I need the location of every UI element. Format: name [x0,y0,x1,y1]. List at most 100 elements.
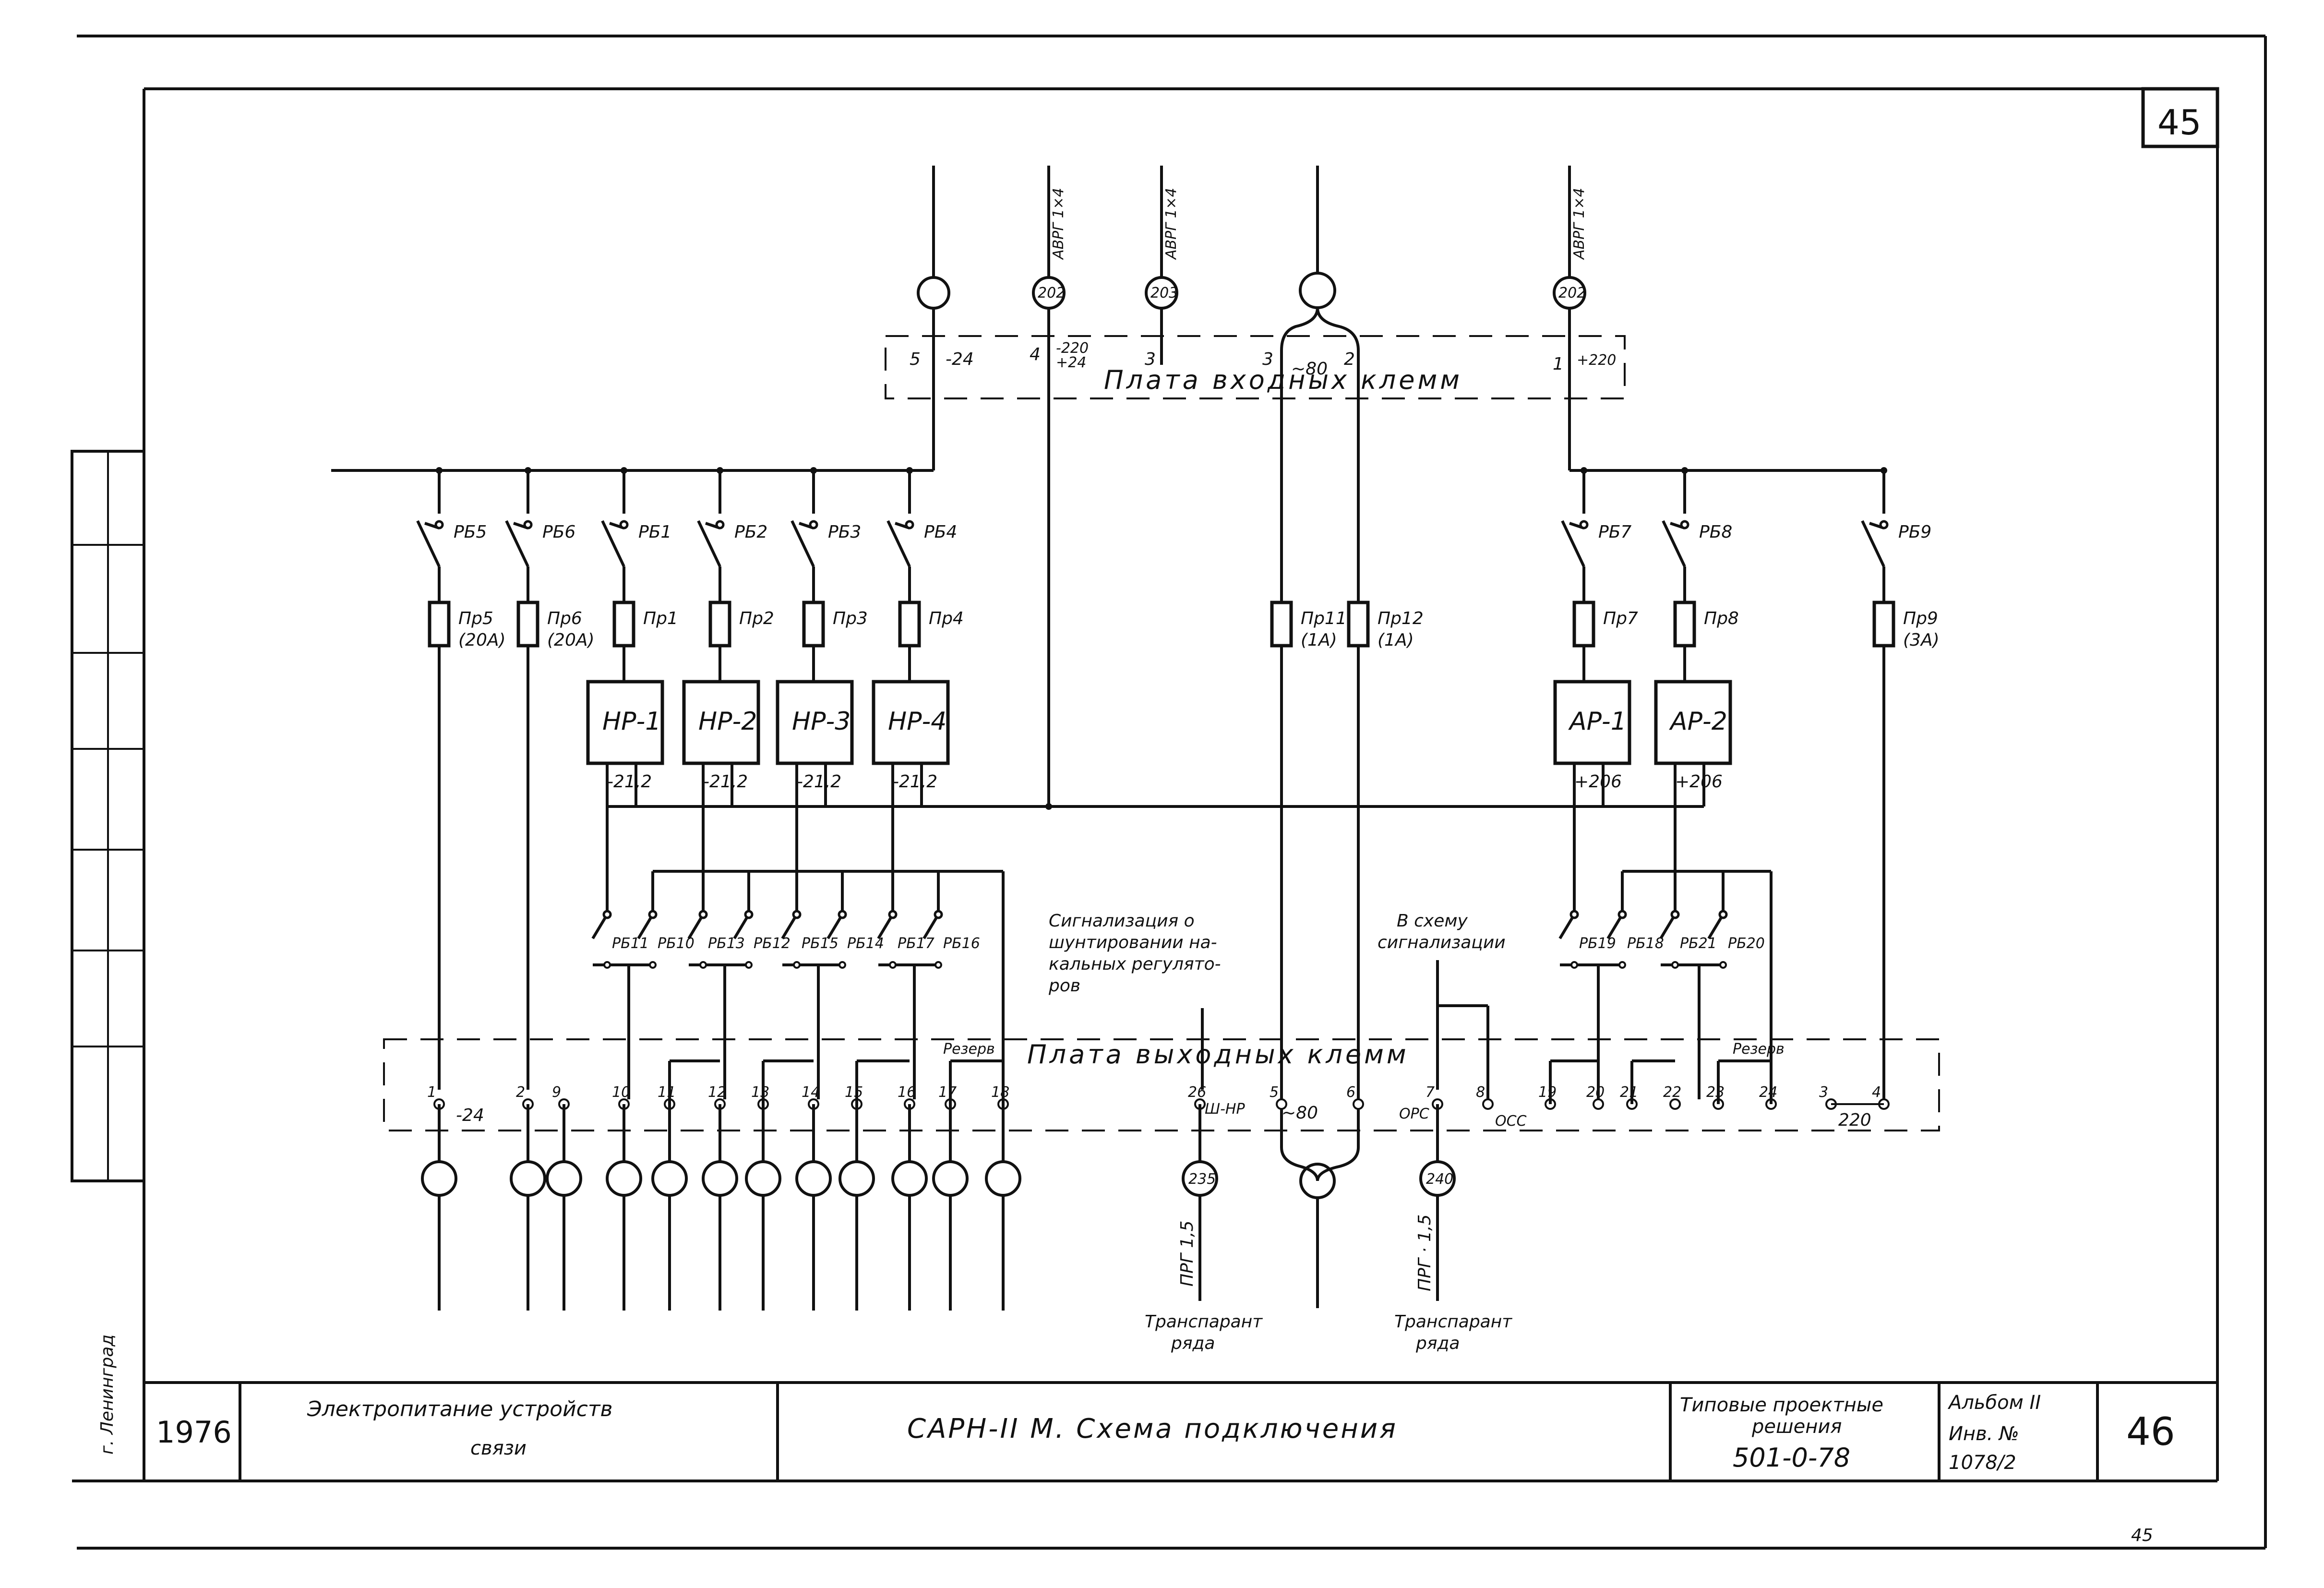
cable-gland [651,1160,688,1197]
switch-contact [744,910,754,919]
switch-contact [619,520,629,529]
regulator-НР-4 [872,680,950,765]
out-terminal-number: 8 [1476,1084,1485,1101]
bottom-cable-shnr: 235 ПРГ 1,5 Транспарант ряда [1145,1104,1263,1353]
bottom-cable-dest-2a: Транспарант [1394,1312,1512,1332]
in-terminal-5-value: -24 [946,349,974,369]
regulator-НР-1 [586,680,664,765]
fuse-pr12: Пр12 [1378,609,1424,628]
switch-contact [745,961,753,969]
inventory-label: Инв. № [1949,1423,2019,1445]
switch-contact [1617,910,1627,919]
cable-gland [795,1160,832,1197]
output-board-label: Плата выходных клемм [1027,1039,1409,1070]
junction-dot [1581,467,1587,474]
switch-contact [888,910,898,919]
regulator-label: НР-1 [602,707,661,736]
switch-blade [1606,914,1624,939]
note-line: шунтировании на- [1049,933,1217,952]
signal-lines [1201,960,1489,1099]
out-terminal-number: 15 [845,1084,863,1101]
regulator-НР-2 [682,680,760,765]
switch-label-РБ1: РБ1 [638,522,671,542]
shunt-note: Сигнализация о шунтировании на- кальных … [1048,911,1221,996]
switch-label: РБ13 [708,935,745,952]
switch-label-РБ8: РБ8 [1699,522,1732,542]
out-voltage-minus24: -24 [456,1106,484,1125]
switch-blade [1707,914,1725,939]
out-terminal-number: 18 [991,1084,1009,1101]
bottom-cable-dest-1a: Транспарант [1145,1312,1263,1332]
switch-label-РБ4: РБ4 [924,522,957,542]
cable-gland-1 [917,276,950,310]
out-voltage-shnr: Ш-НР [1205,1101,1245,1118]
cable-label-1: АВРГ 1×4 [1050,188,1067,260]
series-code: 501-0-78 [1733,1443,1850,1473]
in-terminal-4: 4 [1030,345,1041,364]
junction-dot [810,467,817,474]
out-terminal-number: 19 [1538,1084,1557,1101]
out-terminal-number: 4 [1872,1084,1881,1101]
out-terminal-number: 3 [1819,1084,1828,1101]
out-terminal [1669,1098,1681,1110]
in-terminal-3a: 3 [1145,349,1156,369]
switch-contact [1579,520,1589,529]
switch-contact [1570,961,1578,969]
bottom-cable-ors: 240 ПРГ · 1,5 Транспарант ряда [1394,1104,1512,1353]
sheet-number: 46 [2126,1409,2175,1454]
switch-blade [591,914,609,939]
fuse-label: Пр8 [1704,609,1739,628]
regulator-label: НР-2 [698,707,757,736]
fuse-Пр5 [428,601,451,648]
switch-contact [1671,961,1679,969]
switch-label-РБ9: РБ9 [1898,522,1931,542]
cable-gland [932,1160,969,1197]
out-terminal-number: 20 [1586,1084,1605,1101]
junction-dot [436,467,443,474]
cable-gland [510,1160,546,1197]
bottom-cable-label-1: ПРГ 1,5 [1177,1220,1197,1287]
switch-label-РБ7: РБ7 [1598,522,1631,542]
page-number-box [2141,87,2219,148]
fuse-Пр2 [708,601,731,648]
cable-gland [891,1160,928,1197]
switch-blade [922,914,940,939]
switch-blade [1662,520,1686,567]
page-number-bottom: 45 [2131,1526,2153,1545]
junction-dot [1681,467,1688,474]
alarm-note: В схему сигнализации [1378,911,1506,952]
switch-contact [1719,961,1727,969]
switch-blade [601,520,625,567]
switch-contact [1569,910,1579,919]
switch-blade [697,520,721,567]
album: Альбом II [1947,1392,2041,1414]
regulator-АР-1 [1553,680,1631,765]
switch-blade [1561,520,1585,567]
switch-label: РБ15 [802,935,839,952]
out-terminal-number: 11 [658,1084,676,1101]
sheet-title: САРН-II М. Схема подключения [907,1413,1398,1444]
fuse-label: Пр9 [1903,609,1938,628]
cable-gland [745,1160,781,1197]
out-voltage-oss: ОСС [1495,1113,1527,1130]
inventory-number: 1078/2 [1949,1452,2016,1474]
out-terminal-number: 17 [938,1084,957,1101]
out-voltage-220: 220 [1838,1110,1871,1130]
switch-contact [602,910,612,919]
in-terminal-1: 1 [1553,354,1564,374]
branch-group: РБ5Пр5(20А)РБ6Пр6(20А)РБ1Пр1РБ2Пр2РБ3Пр3… [416,467,1940,1099]
fuse-label: Пр4 [929,609,964,628]
input-board-label: Плата входных клемм [1104,365,1462,395]
switch-label: РБ20 [1728,935,1765,952]
regulator-output: -21,2 [797,772,841,792]
out-terminal-number: 9 [552,1084,561,1101]
regulator-label: НР-3 [792,707,851,736]
fuse-rating: (20А) [458,630,506,650]
fuse-Пр8 [1673,601,1696,648]
in-terminal-3b: 3 [1262,349,1273,369]
switch-blade [877,914,894,939]
fuse-Пр1 [612,601,635,648]
switch-contact [715,520,725,529]
switch-contact [793,961,801,969]
